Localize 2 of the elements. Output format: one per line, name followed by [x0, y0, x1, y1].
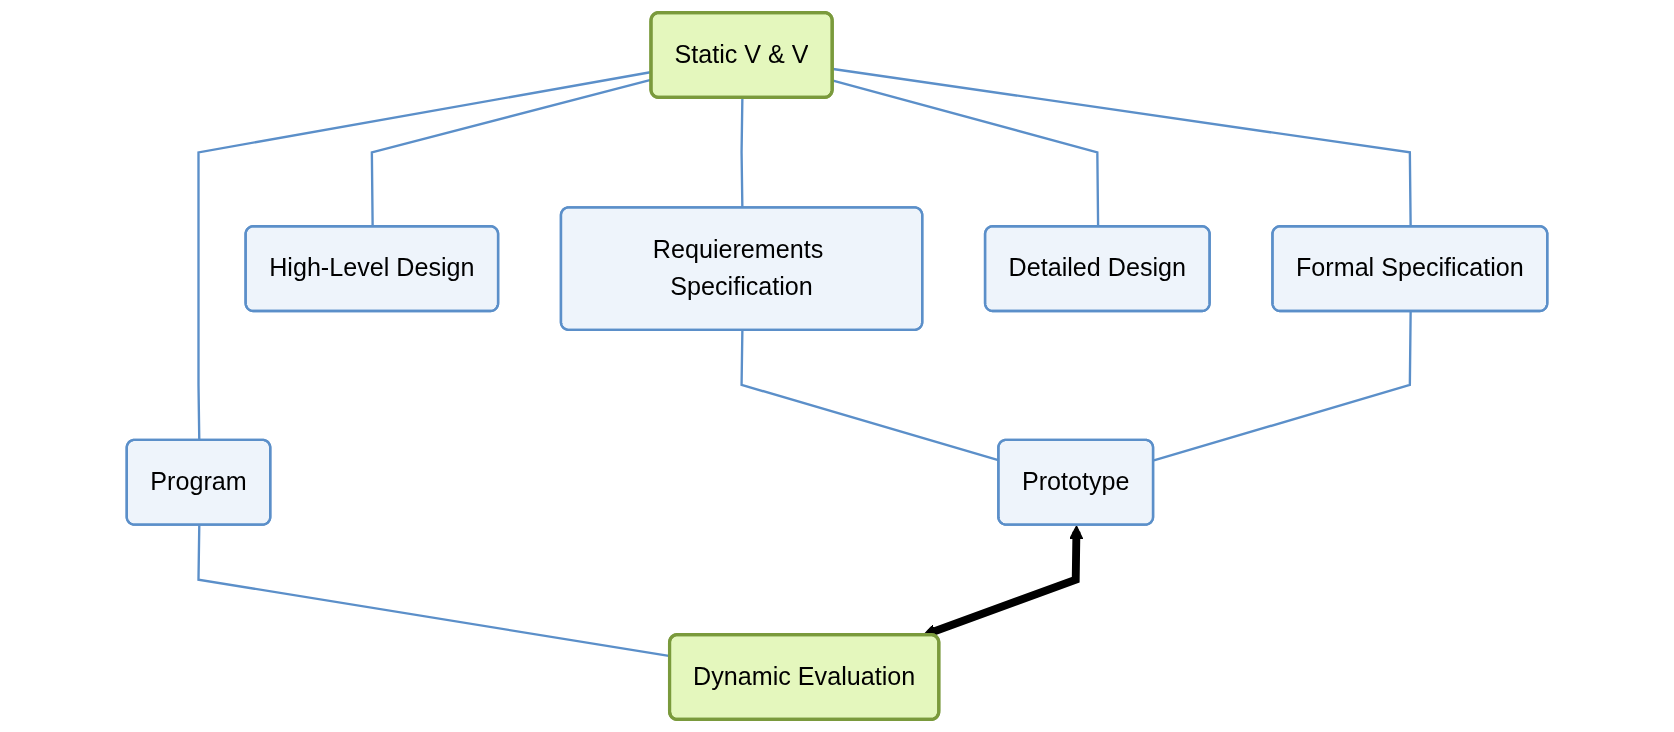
- connector: [1153, 311, 1412, 462]
- arrow: [922, 525, 1084, 638]
